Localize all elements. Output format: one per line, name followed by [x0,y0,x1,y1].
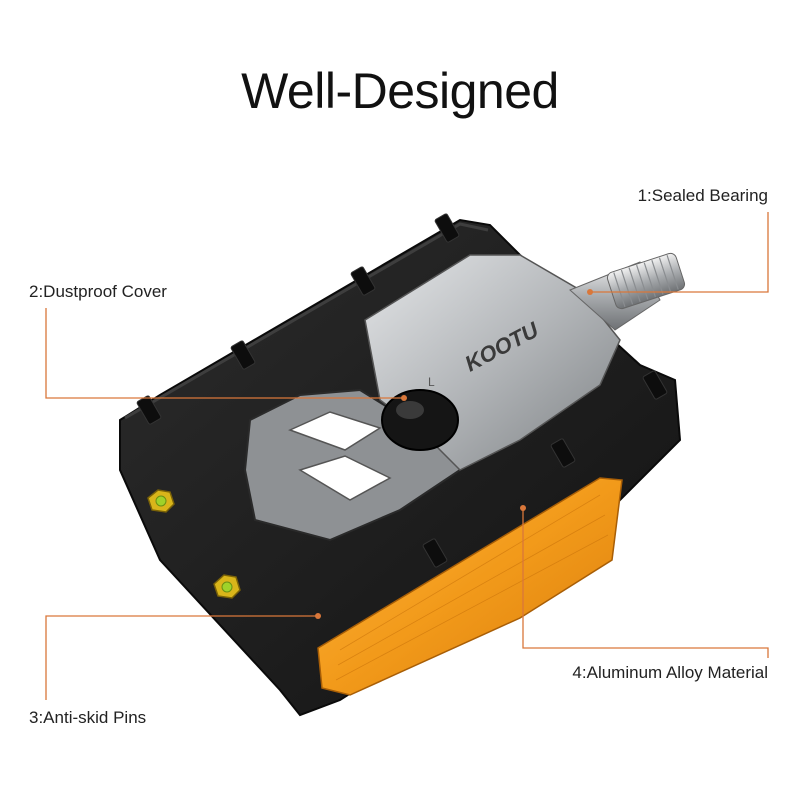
callout-dustproof-cover: 2:Dustproof Cover [29,282,167,301]
callout-sealed-bearing: 1:Sealed Bearing [637,186,768,205]
callout-anti-skid-pins: 3:Anti-skid Pins [29,708,147,727]
frame-slot-top [288,411,382,451]
leader-line-4 [522,508,769,658]
leader-dot-1 [587,289,593,295]
dust-cap [381,389,459,451]
grip-stud [550,438,576,468]
leader-line-2 [45,308,404,399]
anti-skid-pin-2 [213,574,241,599]
frame-slot-bottom [298,455,392,501]
grip-stud [422,538,448,568]
leader-line-3 [45,615,318,700]
grip-stud [350,266,376,296]
dust-cap-highlight [396,401,424,419]
reflector [317,477,623,696]
grip-stud [230,340,256,370]
leader-dot-3 [315,613,321,619]
leader-dot-2 [401,395,407,401]
grip-stud [642,370,668,400]
axle-thread [606,252,686,310]
leader-dot-4 [520,505,526,511]
side-mark: L [428,375,435,389]
grip-stud [136,395,162,425]
leader-line-1 [590,212,769,293]
callout-aluminum-alloy: 4:Aluminum Alloy Material [572,663,768,682]
grip-stud [434,213,460,243]
anti-skid-pin-1 [147,489,175,513]
headline: Well-Designed [241,63,559,119]
